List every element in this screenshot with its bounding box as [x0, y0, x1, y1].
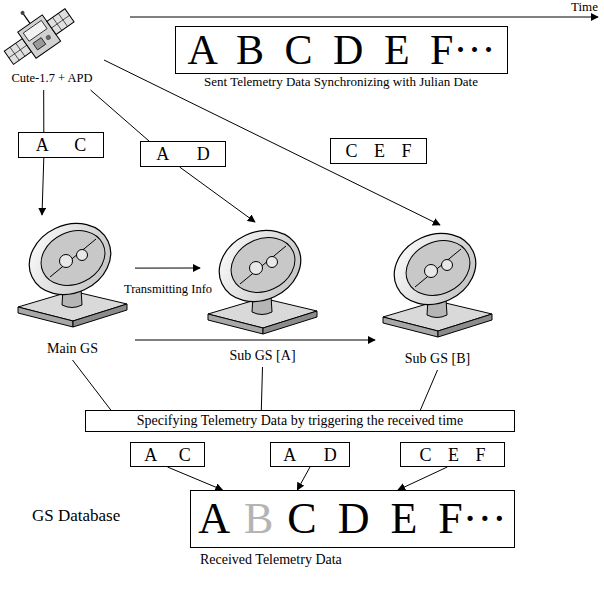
database-box: AB C D E F··· — [190, 490, 515, 548]
packet-box: A D — [270, 442, 350, 467]
data-letters: A C — [144, 446, 191, 464]
ground-station: Sub GS [B] — [375, 225, 500, 370]
caption-text: Sent Telemetry Data Synchronizing with J… — [204, 75, 478, 89]
section-label: GS Database — [32, 507, 120, 526]
data-letters: Specifying Telemetry Data by triggering … — [137, 414, 463, 428]
data-letters: C E F — [345, 142, 411, 160]
drawing-part — [51, 15, 69, 28]
process-box: Specifying Telemetry Data by triggering … — [85, 410, 515, 432]
drawing-part — [33, 38, 46, 50]
ground-station: Sub GS [A] — [200, 222, 325, 367]
sub-gs-a-dish — [208, 217, 317, 334]
sent-data-box: A B C D E F··· — [175, 26, 508, 74]
connector-arrow — [398, 467, 447, 490]
data-letters: C D E F··· — [287, 497, 506, 541]
connector-arrow — [180, 167, 255, 222]
data-letters: A B C D E F··· — [188, 29, 496, 71]
connector-arrow — [135, 340, 375, 341]
data-letters: A D — [283, 446, 337, 464]
data-letters: A C — [36, 136, 87, 154]
axis-label: Time — [571, 0, 598, 14]
satellite-icon — [0, 0, 79, 71]
drawing-part — [9, 45, 27, 58]
caption-text: Received Telemetry Data — [200, 552, 342, 567]
drawing-part — [23, 14, 30, 24]
connector-arrow — [135, 268, 200, 269]
connector-line — [261, 367, 262, 410]
drawing-part — [45, 34, 52, 41]
packet-box: A D — [140, 141, 226, 167]
drawing-part — [23, 20, 47, 41]
connector-arrow — [42, 158, 44, 215]
main-gs-dish — [18, 210, 127, 327]
connector-line — [420, 370, 437, 410]
time-axis — [130, 17, 598, 18]
edge-label: Transmitting Info — [122, 283, 214, 297]
connector-arrow — [168, 467, 223, 490]
station-label: Sub GS [A] — [229, 348, 295, 363]
connector-line — [73, 360, 111, 410]
data-letters: B — [244, 497, 273, 541]
ground-station: Main GS — [10, 215, 135, 360]
station-label: Main GS — [47, 341, 98, 356]
station-label: Sub GS [B] — [405, 351, 470, 366]
packet-box: C E F — [330, 138, 427, 164]
connector-arrow — [297, 467, 310, 490]
data-letters: C E F — [419, 446, 485, 464]
satellite-node: Cute-1.7 + APD — [0, 0, 104, 90]
drawing-part — [47, 9, 74, 35]
station-label: Cute-1.7 + APD — [11, 72, 92, 86]
packet-box: A C — [130, 442, 205, 467]
data-letters: A D — [156, 145, 210, 163]
connector-line — [43, 90, 44, 132]
data-letters: A — [198, 497, 230, 541]
packet-box: A C — [18, 132, 104, 158]
packet-box: C E F — [400, 442, 505, 467]
drawing-part — [20, 10, 26, 16]
sub-gs-b-dish — [383, 220, 492, 337]
